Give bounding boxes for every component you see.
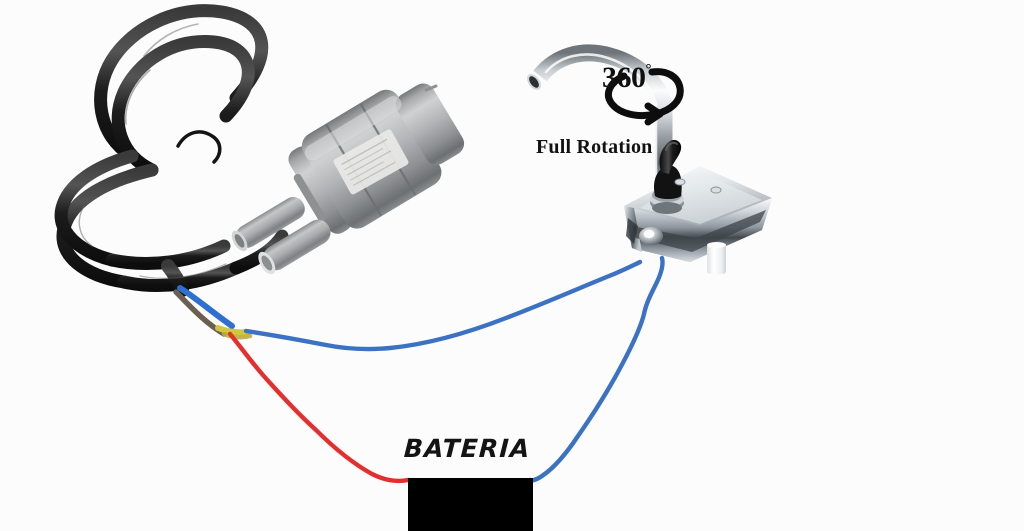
chrome-faucet — [527, 44, 772, 274]
toggle-switch[interactable] — [650, 139, 684, 214]
red-wire-to-battery — [227, 331, 411, 484]
spout-tip — [527, 74, 541, 90]
blue-wire-to-faucet-switch — [243, 259, 643, 352]
pump-blue-lead — [177, 285, 235, 329]
rotation-arrow-icon — [605, 68, 684, 126]
faucet-water-tube — [707, 244, 726, 274]
pump-power-cable — [54, 4, 289, 297]
submersible-water-pump — [231, 83, 465, 275]
battery-box — [408, 478, 533, 531]
blue-wire-faucet-to-battery — [527, 255, 665, 483]
wire-splice-junction — [173, 285, 253, 340]
faucet-aerator-detail — [626, 218, 663, 245]
